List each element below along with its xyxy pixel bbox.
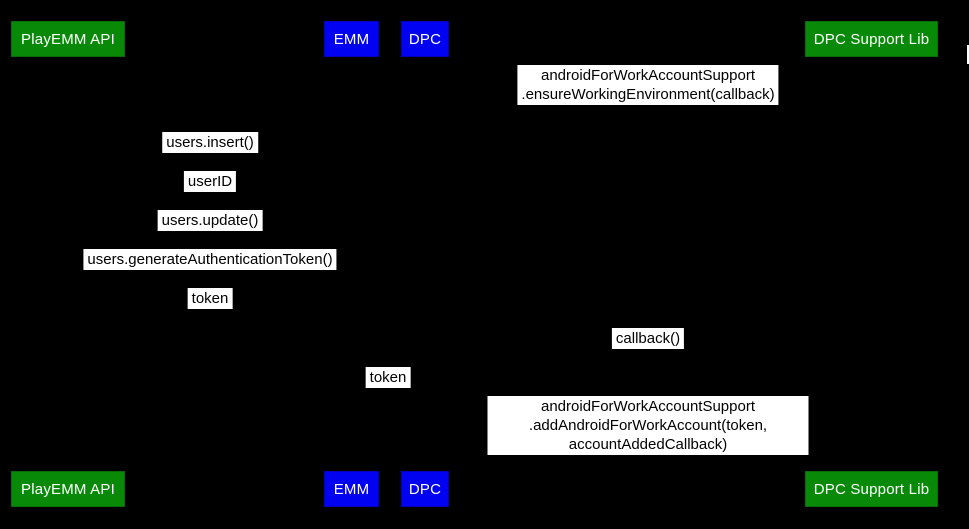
participant-dpc-bottom: DPC bbox=[401, 471, 449, 507]
message-token-return: token bbox=[187, 288, 233, 309]
message-users-update: users.update() bbox=[157, 210, 263, 231]
participant-dpc-top: DPC bbox=[401, 21, 449, 57]
participant-dpc-support-lib-bottom: DPC Support Lib bbox=[805, 471, 938, 507]
message-token-to-dpc: token bbox=[365, 367, 411, 388]
participant-emm-bottom: EMM bbox=[324, 471, 379, 507]
message-add-android-for-work-account: androidForWorkAccountSupport .addAndroid… bbox=[487, 396, 809, 455]
scrollbar-thumb[interactable] bbox=[967, 45, 969, 64]
message-users-generate-authentication-token: users.generateAuthenticationToken() bbox=[83, 249, 337, 270]
message-callback: callback() bbox=[611, 328, 685, 349]
participant-dpc-support-lib-top: DPC Support Lib bbox=[805, 21, 938, 57]
participant-playemm-api-top: PlayEMM API bbox=[11, 21, 125, 57]
message-ensure-working-environment: androidForWorkAccountSupport .ensureWork… bbox=[517, 65, 779, 105]
participant-playemm-api-bottom: PlayEMM API bbox=[11, 471, 125, 507]
message-users-insert: users.insert() bbox=[162, 132, 258, 153]
participant-emm-top: EMM bbox=[324, 21, 379, 57]
message-user-id: userID bbox=[183, 171, 237, 192]
